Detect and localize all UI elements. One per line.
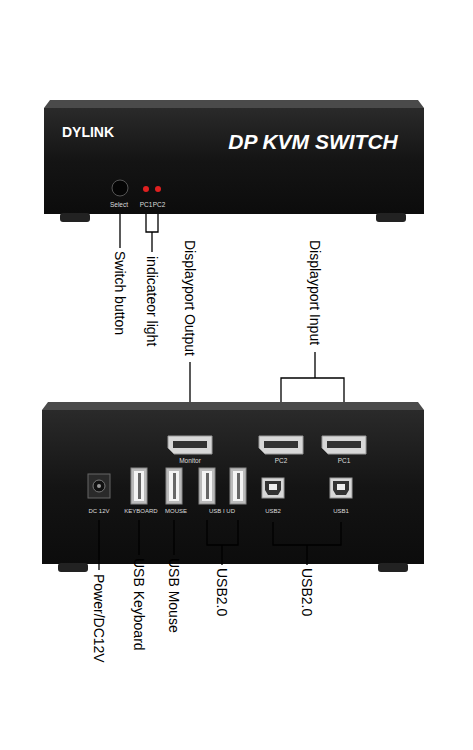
leader-bracket [207, 520, 238, 565]
top-surface [44, 100, 424, 108]
top-surface [42, 402, 424, 410]
port-label: Monitor [179, 458, 201, 465]
panel-label: PC1 [140, 202, 153, 209]
leader-bracket [273, 522, 341, 565]
panel-label: Select [110, 202, 128, 209]
dc-jack [88, 474, 110, 498]
port-label: USB1 [333, 508, 349, 514]
port-label: DC 12V [88, 508, 109, 514]
callout-label: USB Keyboard [132, 558, 146, 651]
callout-label: Displayport Output [183, 240, 197, 356]
leader-bracket [146, 214, 158, 252]
usb-b-port [262, 478, 284, 498]
callout-label: indicateor light [145, 256, 159, 346]
callout-label: USB2.0 [215, 568, 229, 616]
port-label: MOUSE [165, 508, 187, 514]
port-label: USB I UD [209, 508, 235, 514]
callout-label: Switch button [113, 251, 127, 335]
indicator-led [155, 186, 161, 192]
port-label: PC1 [338, 458, 351, 465]
leader-line [138, 520, 139, 555]
usb-a-port [166, 468, 182, 504]
displayport-port [168, 436, 212, 454]
indicator-led [143, 186, 149, 192]
callout-label: USB2.0 [300, 568, 314, 616]
leader-line [98, 520, 99, 570]
displayport-port [322, 436, 366, 454]
front-panel [44, 100, 424, 222]
callout-label: USB Mouse [167, 558, 181, 633]
callout-label: Power/DC12V [92, 574, 106, 663]
callout-label: Displayport Input [308, 240, 322, 345]
product-name: DP KVM SWITCH [228, 131, 398, 152]
leader-line [119, 214, 120, 248]
usb-a-port [131, 468, 147, 504]
switch-button [112, 180, 128, 196]
port-label: KEYBOARD [124, 508, 157, 514]
usb-a-port [199, 468, 215, 504]
panel-label: PC2 [153, 202, 166, 209]
foot [60, 213, 90, 222]
rear-panel [42, 402, 424, 572]
foot [376, 213, 406, 222]
foot [378, 563, 408, 572]
leader-lines [120, 214, 344, 434]
usb-b-port [330, 478, 352, 498]
port-label: USB2 [265, 508, 281, 514]
port-label: PC2 [275, 458, 288, 465]
leader-line [173, 520, 174, 555]
displayport-port [259, 436, 303, 454]
usb-a-port [230, 468, 246, 504]
foot [58, 563, 88, 572]
front-face [44, 108, 424, 214]
brand-logo: DYLINK [62, 125, 114, 139]
